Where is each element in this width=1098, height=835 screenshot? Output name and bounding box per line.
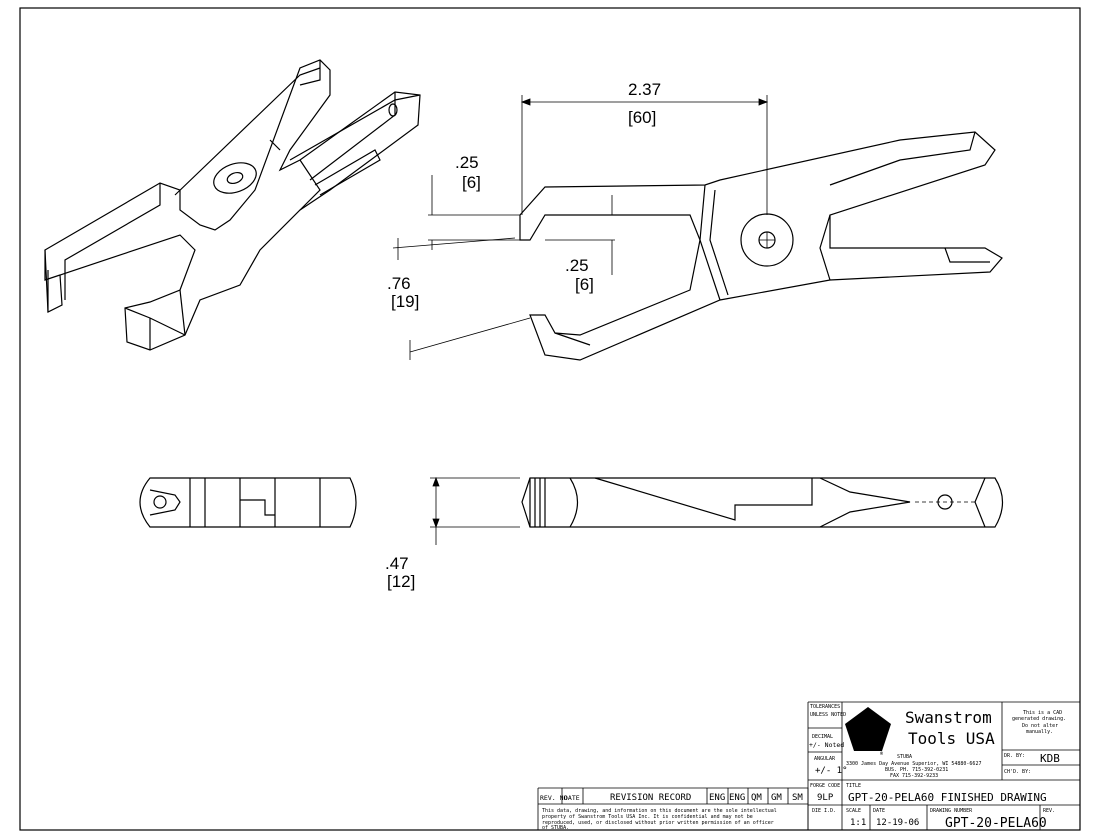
dim-jaw-inner-mm: [6] (575, 275, 594, 294)
rev-header-record: REVISION RECORD (610, 793, 691, 803)
company-address: 3300 James Day Avenue Superior, WI 54880… (846, 761, 981, 767)
dim-opening-mm: [19] (391, 292, 419, 311)
drawing-title: GPT-20-PELA60 FINISHED DRAWING (848, 791, 1047, 804)
notice-line-2: property of Swanstrom Tools USA Inc. It … (542, 814, 753, 820)
angular-label: ANGULAR (814, 756, 836, 762)
dim-length-mm: [60] (628, 108, 656, 127)
rev-header-date: DATE (564, 794, 580, 802)
drawing-number-value: GPT-20-PELA60 (945, 816, 1047, 831)
notice-line-4: of STUBA. (542, 825, 569, 831)
tolerances-sub: UNLESS NOTED (810, 712, 846, 718)
sheet-border (19, 7, 1081, 831)
rev-header-qm: QM (751, 793, 762, 803)
title-block: TOLERANCES UNLESS NOTED DECIMAL +/- Note… (807, 701, 1080, 831)
forge-code-value: 9LP (817, 793, 834, 803)
stuba-label: STUBA (897, 754, 912, 760)
company-name-line1: Swanstrom (905, 708, 992, 727)
company-logo: ® (845, 707, 891, 757)
cad-note-4: manually. (1026, 729, 1053, 735)
rev-header-eng2: ENG (729, 793, 745, 803)
dim-jaw-top-in: .25 (455, 153, 479, 172)
cad-note-1: This is a CAD (1023, 710, 1062, 716)
title-label: TITLE (846, 783, 861, 789)
drawn-by-label: DR. BY: (1004, 753, 1025, 759)
decimal-label: DECIMAL (812, 734, 833, 740)
rev-header-no: REV. NO (540, 794, 567, 802)
rev-header-sm: SM (792, 793, 803, 803)
registered-mark-icon: ® (880, 751, 884, 757)
drawn-by-value: KDB (1040, 752, 1060, 765)
notice-line-3: reproduced, used, or disclosed without p… (542, 820, 774, 826)
side-view (139, 477, 1004, 528)
revision-block: REV. NO DATE REVISION RECORD ENG ENG QM … (537, 787, 809, 831)
dim-length-in: 2.37 (628, 80, 661, 99)
company-phone: BUS. PH. 715-392-0231 (885, 767, 948, 773)
isometric-view (44, 59, 421, 351)
drawing-number-label: DRAWING NUMBER (930, 808, 973, 814)
dim-jaw-inner-in: .25 (565, 256, 589, 275)
company-fax: FAX 715-392-9233 (890, 773, 938, 779)
cad-note-3: Do not alter (1022, 723, 1058, 729)
checked-by-label: CH'D. BY: (1004, 769, 1031, 775)
dimension-lines (392, 95, 769, 545)
rev-label: REV. (1043, 808, 1055, 814)
top-view (519, 131, 1003, 361)
die-id-label: DIE I.D. (812, 808, 836, 814)
notice-line-1: This data, drawing, and information on t… (542, 808, 777, 814)
tolerances-label: TOLERANCES (810, 704, 840, 710)
rev-header-eng1: ENG (709, 793, 725, 803)
date-label: DATE (873, 808, 885, 814)
rev-header-gm: GM (771, 793, 782, 803)
angular-value: +/- 1° (815, 766, 848, 776)
dim-opening-in: .76 (387, 274, 411, 293)
scale-label: SCALE (846, 808, 861, 814)
date-value: 12-19-06 (876, 818, 919, 828)
dimension-labels: 2.37 [60] .25 [6] .25 [6] .76 [19] .47 [… (385, 80, 661, 591)
forge-code-label: FORGE CODE (810, 783, 840, 789)
decimal-value: +/- Noted (809, 741, 844, 749)
cad-note-2: generated drawing. (1012, 716, 1066, 722)
dim-jaw-top-mm: [6] (462, 173, 481, 192)
dim-thickness-mm: [12] (387, 572, 415, 591)
company-name-line2: Tools USA (908, 729, 995, 748)
scale-value: 1:1 (850, 818, 866, 828)
dim-thickness-in: .47 (385, 554, 409, 573)
